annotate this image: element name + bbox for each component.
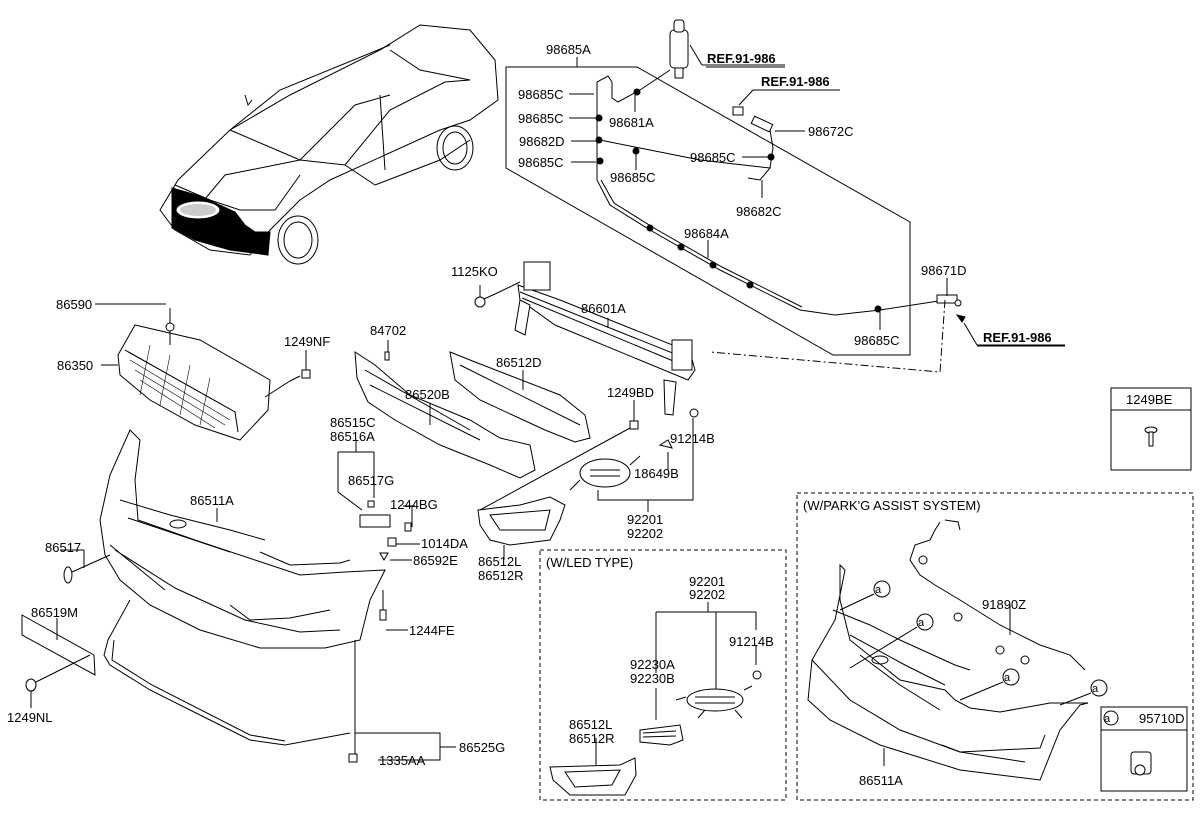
label-98685C: 98685C xyxy=(518,111,564,126)
label-86601A: 86601A xyxy=(581,301,626,316)
label-86517: 86517 xyxy=(45,540,81,555)
label-ref-91-986: REF.91-986 xyxy=(761,74,830,89)
callout-labels: 98685A REF.91-986 REF.91-986 REF.91-986 … xyxy=(7,42,1185,788)
label-95710D: 95710D xyxy=(1139,711,1185,726)
label-98671D: 98671D xyxy=(921,263,967,278)
label-86512L: 86512L xyxy=(569,717,612,732)
label-1335AA: 1335AA xyxy=(379,753,426,768)
label-86516A: 86516A xyxy=(330,429,375,444)
label-98681A: 98681A xyxy=(609,115,654,130)
label-86512L: 86512L xyxy=(478,554,521,569)
sensor-marker-a xyxy=(959,668,1020,701)
label-86512R: 86512R xyxy=(478,568,524,583)
label-86512R: 86512R xyxy=(569,731,615,746)
label-84702: 84702 xyxy=(370,323,406,338)
label-92201: 92201 xyxy=(689,574,725,589)
sensor-marker-a xyxy=(849,613,934,669)
label-92230B: 92230B xyxy=(630,671,675,686)
label-92202: 92202 xyxy=(689,587,725,602)
label-86520B: 86520B xyxy=(405,387,450,402)
bumper-cover xyxy=(60,429,386,649)
label-86517G: 86517G xyxy=(348,473,394,488)
fog-lamp-cover xyxy=(477,400,639,560)
bumper-reinforcement xyxy=(474,261,696,416)
radiator-grille xyxy=(95,303,311,441)
label-98685C: 98685C xyxy=(518,155,564,170)
label-86511A: 86511A xyxy=(859,773,903,788)
led-box-title: (W/LED TYPE) xyxy=(546,555,633,570)
label-91214B: 91214B xyxy=(729,634,774,649)
label-92202: 92202 xyxy=(627,526,663,541)
label-91890Z: 91890Z xyxy=(982,597,1026,612)
label-86515C: 86515C xyxy=(330,415,376,430)
label-98682D: 98682D xyxy=(519,134,565,149)
label-1249BD: 1249BD xyxy=(607,385,654,400)
label-1249BE: 1249BE xyxy=(1126,392,1173,407)
label-86519M: 86519M xyxy=(31,605,78,620)
label-86592E: 86592E xyxy=(413,553,458,568)
marker-a: a xyxy=(875,584,882,596)
label-86511A: 86511A xyxy=(190,493,234,508)
label-1014DA: 1014DA xyxy=(421,536,468,551)
marker-a: a xyxy=(918,617,925,629)
label-98684A: 98684A xyxy=(684,226,729,241)
parking-assist-box xyxy=(796,492,1194,801)
marker-a: a xyxy=(1092,683,1099,695)
park-box-title: (W/PARK'G ASSIST SYSTEM) xyxy=(803,498,981,513)
label-98672C: 98672C xyxy=(808,124,854,139)
label-1244FE: 1244FE xyxy=(409,623,455,638)
lower-lip-spoiler xyxy=(103,590,456,763)
label-98685C: 98685C xyxy=(518,87,564,102)
side-bracket-group xyxy=(337,440,420,562)
label-86350: 86350 xyxy=(57,358,93,373)
marker-a: a xyxy=(1004,672,1011,684)
license-plate-bracket xyxy=(21,614,96,708)
label-1244BG: 1244BG xyxy=(390,497,438,512)
label-98682C: 98682C xyxy=(736,204,782,219)
label-1249NF: 1249NF xyxy=(284,334,330,349)
label-86590: 86590 xyxy=(56,297,92,312)
label-98685A: 98685A xyxy=(546,42,591,57)
washer-hose-assembly xyxy=(505,19,1065,373)
label-91214B: 91214B xyxy=(670,431,715,446)
car-illustration xyxy=(159,24,499,265)
label-1125KO: 1125KO xyxy=(451,264,498,279)
label-98685C: 98685C xyxy=(854,333,900,348)
energy-absorber xyxy=(354,340,536,479)
fog-lamp-assembly xyxy=(569,408,699,512)
label-98685C: 98685C xyxy=(610,170,656,185)
marker-a: a xyxy=(1104,713,1111,725)
label-18649B: 18649B xyxy=(634,466,679,481)
label-92230A: 92230A xyxy=(630,657,675,672)
label-ref-91-986: REF.91-986 xyxy=(983,330,1052,345)
sensor-marker-a xyxy=(839,580,891,611)
label-86525G: 86525G xyxy=(459,740,505,755)
label-86512D: 86512D xyxy=(496,355,542,370)
lower-grille xyxy=(449,351,591,443)
label-92201: 92201 xyxy=(627,512,663,527)
led-type-box xyxy=(539,549,787,801)
sensor-marker-a xyxy=(1059,679,1108,706)
label-1249NL: 1249NL xyxy=(7,710,53,725)
label-ref-91-986: REF.91-986 xyxy=(707,51,776,66)
label-98685C: 98685C xyxy=(690,150,736,165)
part-1249BE-box xyxy=(1110,387,1192,471)
